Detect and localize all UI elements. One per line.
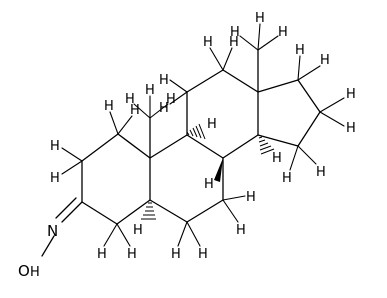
- bond-c-h: [61, 160, 83, 175]
- bond-c-h: [109, 111, 119, 135]
- hydroxyl-h-label: H: [30, 265, 40, 280]
- hydrogen-label: H: [346, 87, 356, 102]
- hash-line: [258, 139, 266, 143]
- hash-line: [198, 123, 206, 140]
- hydrogen-label: H: [204, 177, 214, 192]
- hydrogen-labels: H H H H H H H H H H H H H H H H H H H H …: [50, 11, 356, 262]
- bond-c-h: [209, 47, 224, 71]
- hash-line: [195, 125, 202, 139]
- hash-line: [260, 148, 275, 155]
- hash-c9-h: [186, 123, 206, 140]
- bond-c-h: [319, 111, 345, 127]
- hydrogen-label: H: [50, 171, 60, 186]
- hydrogen-label: H: [316, 165, 326, 180]
- hydrogen-label: H: [159, 73, 169, 88]
- bond-c-h: [116, 223, 131, 247]
- hydrogen-label: H: [346, 121, 356, 136]
- hydrogen-label: H: [198, 247, 208, 262]
- bond-c6-c5: [149, 199, 188, 223]
- bond-c-h: [117, 115, 133, 135]
- hydrogen-label: H: [246, 190, 256, 205]
- bond-c3-c4: [81, 201, 118, 225]
- hash-c5-h: [141, 202, 156, 220]
- bond-c10-c1: [117, 133, 151, 159]
- bond-c3-n-1: [61, 201, 83, 223]
- hydrogen-label: H: [125, 92, 135, 107]
- skeleton-bonds: [41, 49, 321, 257]
- wedge-c8-h: [214, 158, 223, 182]
- stereo-bonds: [141, 123, 275, 220]
- hydrogen-label: H: [272, 151, 282, 166]
- bond-c4-c5: [116, 199, 151, 225]
- bond-c-h: [297, 65, 321, 81]
- bond-c11-c12: [186, 69, 224, 93]
- bond-c-h: [61, 147, 83, 162]
- hydrogen-label: H: [229, 35, 239, 50]
- bond-c-h: [186, 221, 201, 247]
- hydrogen-label: H: [127, 247, 137, 262]
- hydrogen-label: H: [130, 103, 140, 118]
- bond-c-h: [257, 23, 261, 51]
- hydrogen-bonds: [61, 23, 345, 247]
- hydrogen-label: H: [320, 53, 330, 68]
- bond-c9-c8: [186, 134, 224, 159]
- hash-line: [186, 131, 190, 136]
- hydrogen-label: H: [97, 247, 107, 262]
- bond-c-h: [169, 79, 188, 93]
- bond-c17-c16: [297, 79, 321, 113]
- hydrogen-label: H: [278, 25, 288, 40]
- bond-c-h: [169, 91, 188, 105]
- bond-c-h: [222, 199, 239, 223]
- hydrogen-label: H: [230, 25, 240, 40]
- bond-c-h: [239, 35, 259, 51]
- oxygen-label: O: [18, 262, 30, 280]
- bond-c-h: [319, 97, 345, 113]
- bond-c-h: [297, 145, 317, 165]
- hydrogen-label: H: [159, 101, 169, 116]
- bond-c-h: [257, 35, 279, 51]
- hash-line: [189, 129, 194, 137]
- bond-c12-c13: [222, 69, 259, 93]
- bond-c13-c17: [257, 79, 299, 93]
- bond-c-h: [297, 55, 301, 81]
- hash-line: [258, 136, 263, 139]
- hydrogen-label: H: [255, 11, 265, 26]
- hash-line: [259, 145, 272, 151]
- nitrogen-label: N: [47, 222, 58, 240]
- bond-c14-c8: [222, 134, 259, 159]
- hydrogen-label: H: [166, 92, 176, 107]
- bond-c-h: [222, 47, 233, 71]
- bond-c15-c14: [257, 134, 299, 147]
- bond-n-o: [41, 235, 55, 257]
- bond-c10-c9: [149, 134, 188, 159]
- hydrogen-label: H: [236, 223, 246, 238]
- bond-c-h: [177, 221, 188, 247]
- hydrogen-label: H: [50, 139, 60, 154]
- hydrogen-label: H: [282, 171, 292, 186]
- hash-c14-h: [258, 136, 275, 155]
- hydrogen-label: H: [104, 99, 114, 114]
- hydrogen-label: H: [133, 223, 143, 238]
- bond-c-h: [133, 103, 151, 119]
- hydrogen-label: H: [207, 117, 217, 132]
- bond-c-h: [149, 103, 169, 119]
- hydrogen-label: H: [295, 43, 305, 58]
- bond-c3-n-2: [55, 197, 77, 219]
- bond-c-h: [222, 195, 246, 201]
- bond-c-h: [103, 223, 118, 247]
- hydrogen-label: H: [145, 83, 155, 98]
- bond-c7-c6: [186, 199, 224, 223]
- hash-line: [259, 142, 269, 147]
- hydrogen-label: H: [203, 35, 213, 50]
- bond-c1-c2: [81, 133, 119, 162]
- bond-c16-c15: [297, 111, 321, 147]
- hash-line: [192, 127, 198, 138]
- hydrogen-label: H: [171, 247, 181, 262]
- bond-c-h: [289, 145, 299, 171]
